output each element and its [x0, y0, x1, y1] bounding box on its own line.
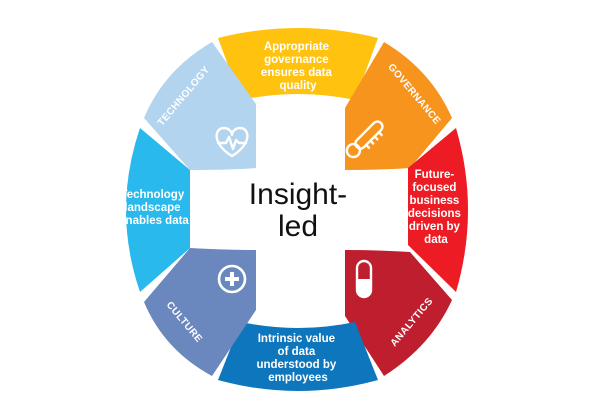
segment-right-text-line: decisions — [408, 208, 461, 220]
segment-top-text-line: ensures data — [261, 67, 333, 79]
segment-bottom-text: Intrinsic value of data understood by em… — [256, 333, 339, 384]
segment-bottom — [218, 322, 378, 391]
heart-pulse-icon — [215, 126, 249, 158]
segment-left-text: Technology landscape enables data — [119, 189, 189, 227]
segment-right — [408, 128, 468, 292]
center-title-line-2: led — [278, 210, 318, 243]
capsule-icon — [355, 259, 373, 299]
segment-top-text-line: governance — [264, 54, 329, 66]
segment-left-text-line: enables data — [119, 215, 189, 227]
segment-right-text: Future- focused business decisions drive… — [408, 169, 464, 246]
center-title-line-1: Insight- — [249, 178, 347, 211]
segment-right-text-line: driven by — [409, 221, 461, 233]
segment-right-text-line: business — [409, 195, 459, 207]
plus-icon — [217, 264, 247, 294]
segment-right-text-line: data — [424, 234, 448, 246]
thermometer-icon — [345, 120, 384, 159]
segment-bottom-text-line: of data — [278, 346, 316, 358]
segment-bottom-text-line: Intrinsic value — [258, 333, 335, 345]
segment-left-text-line: Technology — [121, 189, 185, 201]
segment-left — [126, 128, 190, 292]
segment-top — [218, 28, 378, 100]
segment-bottom-text-line: employees — [268, 372, 327, 384]
segment-bottom-text-line: understood by — [256, 359, 336, 371]
segment-left-text-line: landscape — [124, 202, 180, 214]
segment-top-text-line: quality — [279, 80, 317, 92]
segment-right-text-line: Future- — [415, 169, 455, 181]
segment-right-text-line: focused — [412, 182, 456, 194]
segment-top-text-line: Appropriate — [264, 41, 329, 53]
segment-top-text: Appropriate governance ensures data qual… — [261, 41, 335, 92]
